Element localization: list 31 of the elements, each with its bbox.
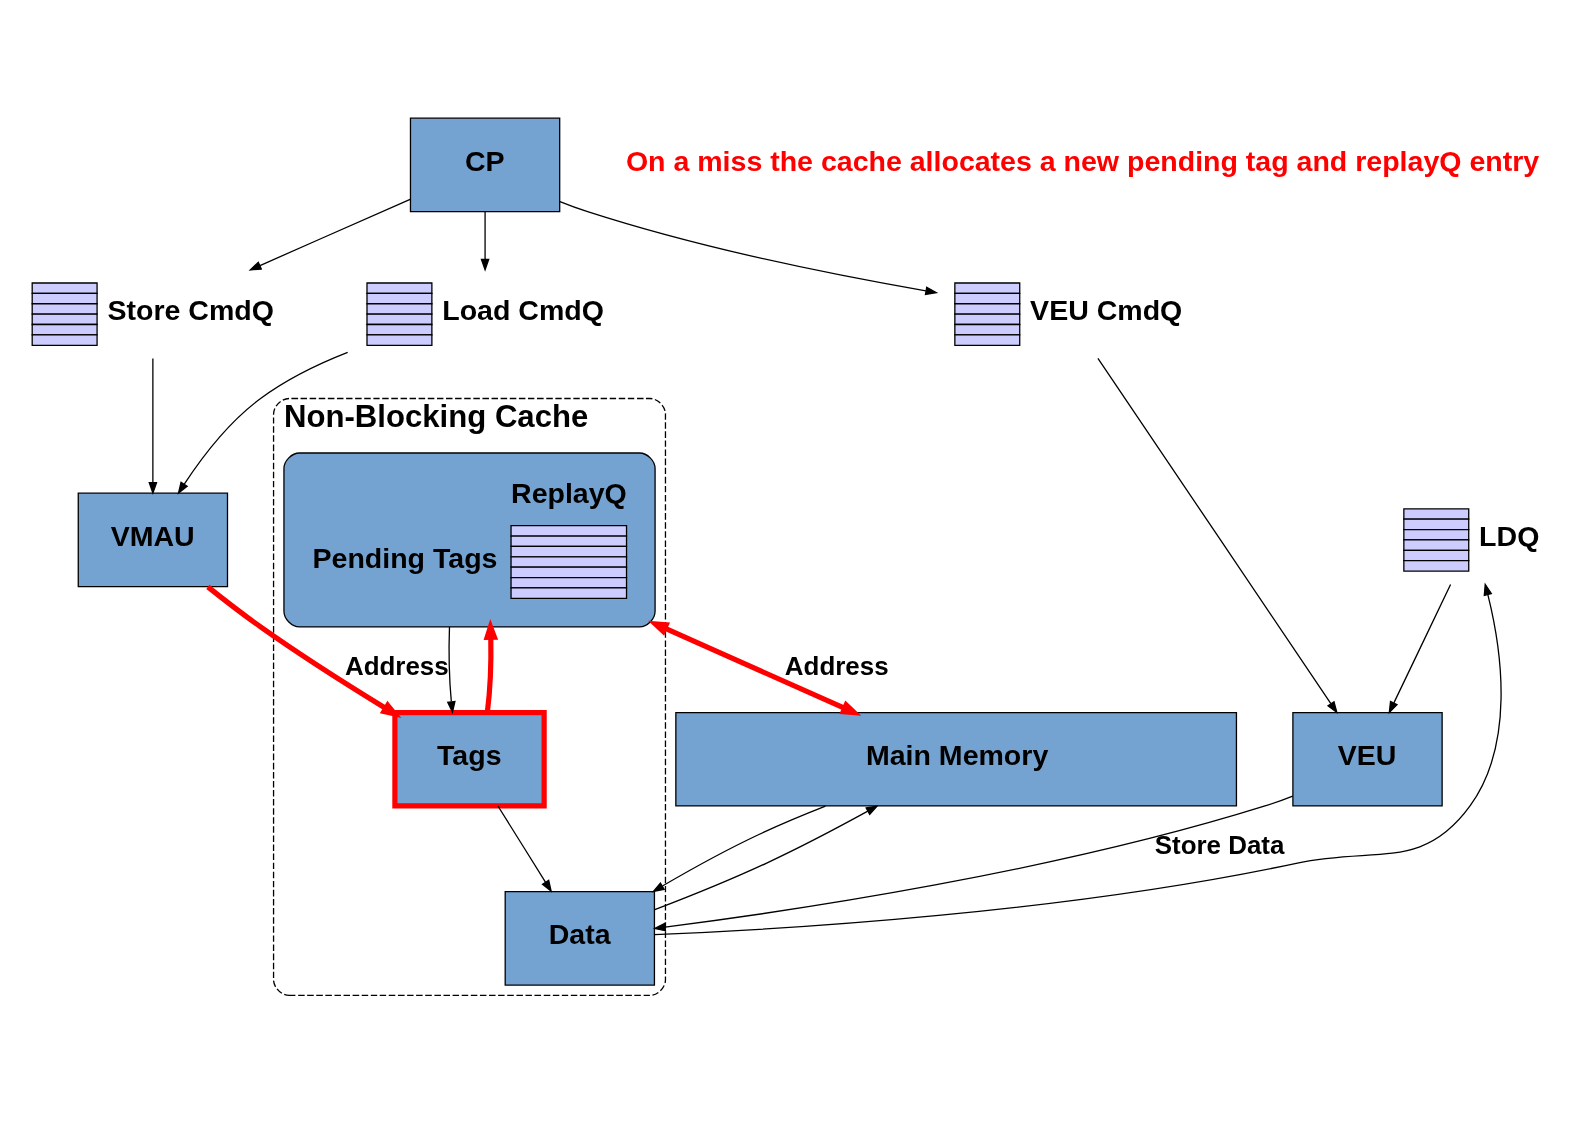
arrow bbox=[483, 619, 499, 713]
arrow bbox=[248, 198, 411, 271]
arrow bbox=[559, 200, 939, 296]
node-label: LDQ bbox=[1479, 519, 1540, 552]
arrow bbox=[654, 805, 879, 911]
arrow bbox=[446, 626, 456, 715]
label: On a miss the cache allocates a new pending tag and replayQ entry bbox=[625, 144, 1540, 177]
node-box: ReplayQ Pending Tags bbox=[283, 452, 656, 628]
arrow bbox=[1388, 583, 1452, 715]
arrow bbox=[480, 211, 490, 272]
arrow bbox=[1097, 357, 1338, 715]
arrow bbox=[177, 351, 349, 495]
arrow bbox=[648, 620, 862, 716]
edge-label: Store Data bbox=[1154, 830, 1285, 859]
arrow bbox=[652, 795, 1294, 932]
arrow bbox=[148, 357, 158, 495]
arrow bbox=[206, 584, 402, 718]
node-label: VEU CmdQ bbox=[1030, 294, 1183, 327]
edge-label: Address bbox=[344, 651, 449, 680]
node-box: VMAU bbox=[77, 492, 229, 588]
node-label: Load CmdQ bbox=[442, 294, 604, 327]
node-box: Tags bbox=[392, 709, 547, 809]
node-box: Main Memory bbox=[675, 711, 1238, 807]
node-label: Store CmdQ bbox=[107, 294, 274, 327]
arrow bbox=[653, 582, 1502, 936]
arrow bbox=[651, 805, 827, 893]
arrow bbox=[497, 805, 553, 893]
node-box: Data bbox=[504, 890, 656, 986]
node-box: CP bbox=[409, 117, 561, 213]
edge-label: Address bbox=[784, 651, 889, 680]
node-box: VEU bbox=[1292, 711, 1443, 807]
